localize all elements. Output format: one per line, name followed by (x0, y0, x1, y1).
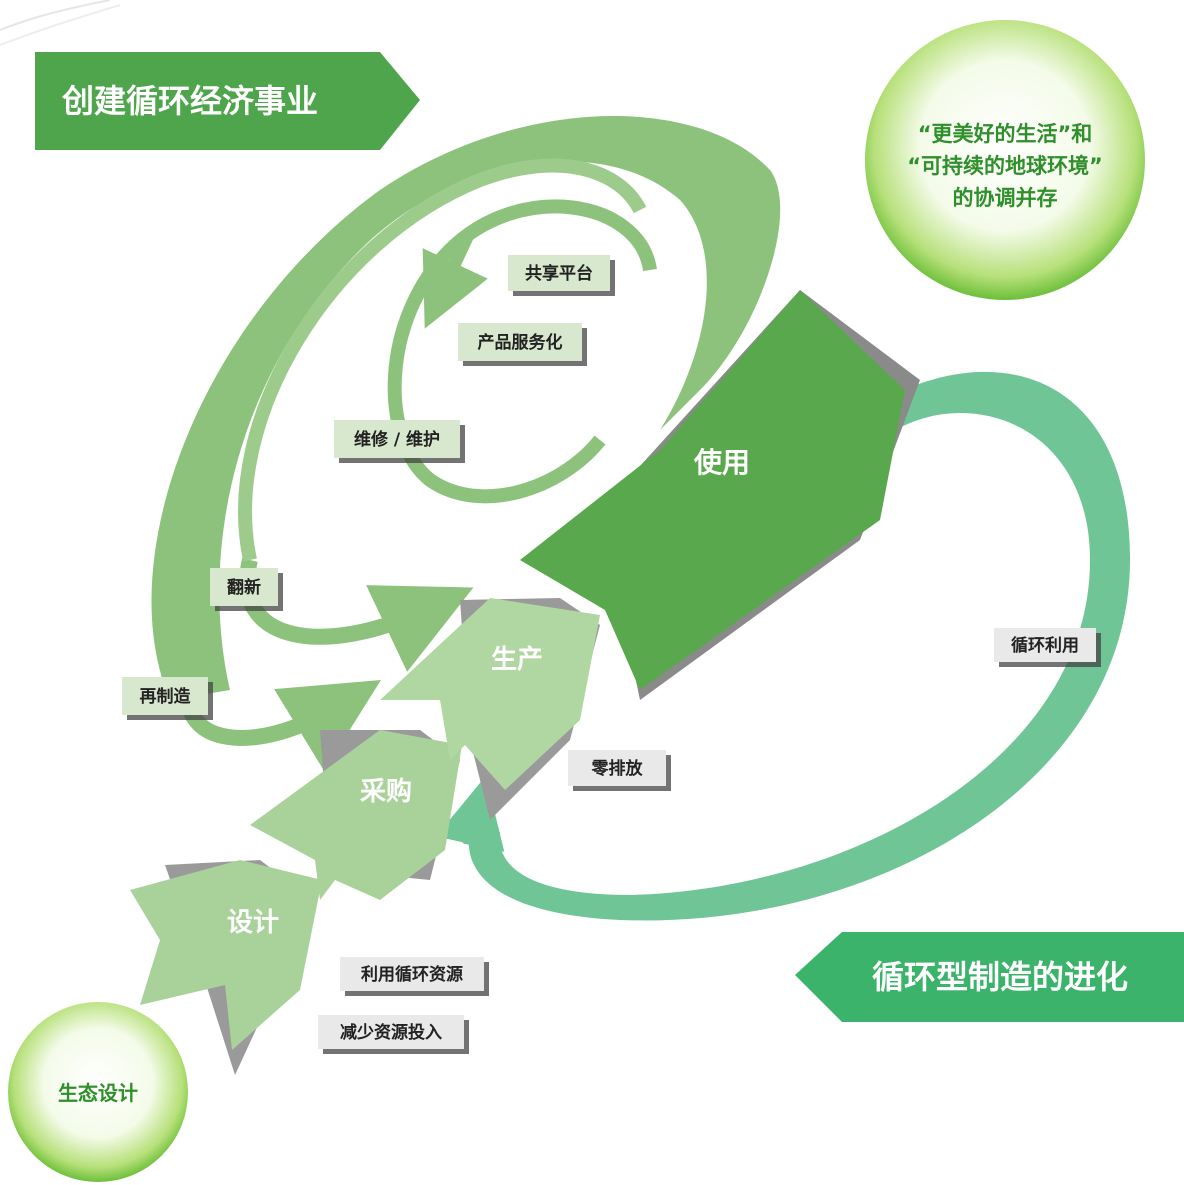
stage-use-chevron (520, 290, 905, 690)
eco-design-text: 生态设计 (58, 1081, 138, 1105)
remanufacture-arrow (181, 679, 381, 771)
goal-line-1: “更美好的生活”和 (918, 122, 1093, 146)
stage-use-label: 使用 (693, 446, 750, 479)
outer-loop-swoosh (151, 116, 781, 700)
goal-line-3: 的协调并存 (953, 186, 1058, 210)
tag-remanufacture: 再制造 (122, 677, 208, 715)
banner-top-text: 创建循环经济事业 (61, 82, 318, 120)
stage-design-label: 设计 (227, 908, 279, 938)
tag-refurbish: 翻新 (210, 568, 278, 606)
tag-recycle-text: 循环利用 (1011, 635, 1079, 656)
stage-production-label: 生产 (491, 645, 543, 675)
stage-procurement-label: 采购 (360, 777, 412, 807)
banner-bottom: 循环型制造的进化 (795, 932, 1184, 1022)
tag-sharing: 共享平台 (508, 255, 610, 291)
tag-repair: 维修 / 维护 (334, 420, 460, 458)
decorative-streaks (0, 0, 121, 46)
tag-recycle: 循环利用 (994, 628, 1096, 662)
inner-loop-arrow (422, 229, 488, 329)
tag-remanufacture-text: 再制造 (140, 686, 192, 707)
stage-chevrons: 设计 采购 生产 使用 (130, 290, 920, 1075)
stage-procurement-chevron (250, 730, 462, 900)
tag-recycled-resources: 利用循环资源 (340, 957, 484, 991)
tag-reduce-input: 减少资源投入 (318, 1015, 464, 1049)
tag-refurbish-text: 翻新 (227, 577, 261, 598)
tag-zero-emission-text: 零排放 (591, 758, 644, 779)
tag-servitization: 产品服务化 (458, 323, 582, 361)
tag-zero-emission: 零排放 (568, 750, 666, 786)
eco-design-circle: 生态设计 (8, 1002, 188, 1182)
tag-reduce-input-text: 减少资源投入 (340, 1022, 442, 1043)
banner-top: 创建循环经济事业 (35, 52, 420, 150)
goal-line-2: “可持续的地球环境” (907, 154, 1103, 178)
stage-design-chevron (130, 860, 322, 1050)
refurbish-loop (238, 158, 647, 562)
goal-circle: “更美好的生活”和 “可持续的地球环境” 的协调并存 (865, 20, 1145, 300)
tag-sharing-text: 共享平台 (525, 263, 593, 284)
recycle-loop (436, 371, 1130, 921)
tag-repair-text: 维修 / 维护 (354, 429, 440, 450)
inner-loop (387, 199, 657, 504)
stage-production-chevron (380, 598, 600, 790)
tag-servitization-text: 产品服务化 (478, 332, 563, 353)
banner-bottom-text: 循环型制造的进化 (872, 958, 1128, 996)
tag-recycled-resources-text: 利用循环资源 (361, 964, 463, 985)
